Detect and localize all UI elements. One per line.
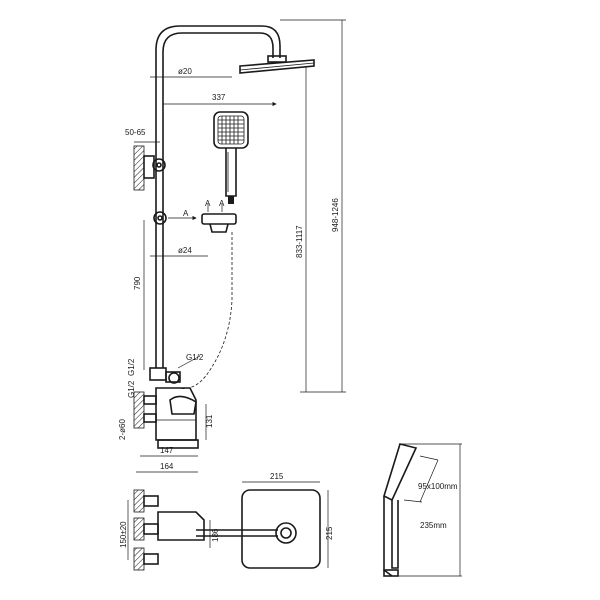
dim-215-h: 215 <box>325 526 334 540</box>
top-view: 215 215 186 150±20 <box>119 472 334 571</box>
rain-head-top <box>241 489 321 569</box>
dim-147: 147 <box>160 446 174 455</box>
section-mark-a3: A <box>219 199 225 208</box>
dim-790: 790 <box>133 276 142 290</box>
dim-2-d60: 2-ø60 <box>118 419 127 440</box>
section-mark-a1: A <box>183 209 189 218</box>
front-view: A A A ø20 337 50-65 ø24 <box>118 19 346 473</box>
mixer-body <box>133 387 199 449</box>
dim-150-20: 150±20 <box>119 521 128 548</box>
dim-833-1117: 833-1117 <box>295 225 304 258</box>
dim-164: 164 <box>160 462 174 471</box>
head-connector <box>267 55 287 63</box>
rain-shower-head <box>239 59 315 74</box>
dim-948-1246: 948-1246 <box>331 198 340 232</box>
dim-d24: ø24 <box>178 246 192 255</box>
diverter <box>149 355 201 384</box>
dim-g12-b: G1/2 <box>127 380 136 398</box>
dim-235mm: 235mm <box>420 521 447 530</box>
dim-g12-c: G1/2 <box>186 353 204 362</box>
side-view: 235mm 95x100mm <box>383 443 462 577</box>
dim-d20: ø20 <box>178 67 192 76</box>
dim-215-w: 215 <box>270 472 284 481</box>
slider-holder <box>153 211 167 225</box>
riser-pipe <box>155 25 281 368</box>
dim-131: 131 <box>205 414 214 428</box>
dim-95x100: 95x100mm <box>418 482 458 491</box>
dim-g12-a: G1/2 <box>127 358 136 376</box>
dim-50-65: 50-65 <box>125 128 146 137</box>
hand-shower-holder <box>168 204 237 233</box>
dim-337: 337 <box>212 93 226 102</box>
wall-bracket-upper <box>133 145 145 191</box>
hand-shower <box>213 111 249 204</box>
riser-pipe-inner <box>162 32 274 368</box>
shower-hose <box>177 232 233 389</box>
dim-186: 186 <box>211 528 220 542</box>
section-mark-a2: A <box>205 199 211 208</box>
